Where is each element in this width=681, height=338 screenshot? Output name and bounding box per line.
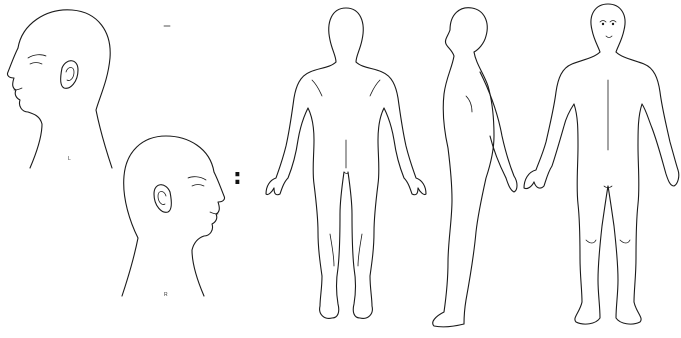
body-back-view [266, 8, 426, 318]
head-left-profile: L [7, 10, 170, 168]
head-left-label: L [68, 156, 71, 162]
head-right-profile: R [122, 136, 225, 298]
body-front-view [524, 4, 679, 324]
body-side-view [433, 8, 517, 327]
head-right-label: R [164, 292, 168, 298]
separator-mark: : [233, 165, 242, 190]
